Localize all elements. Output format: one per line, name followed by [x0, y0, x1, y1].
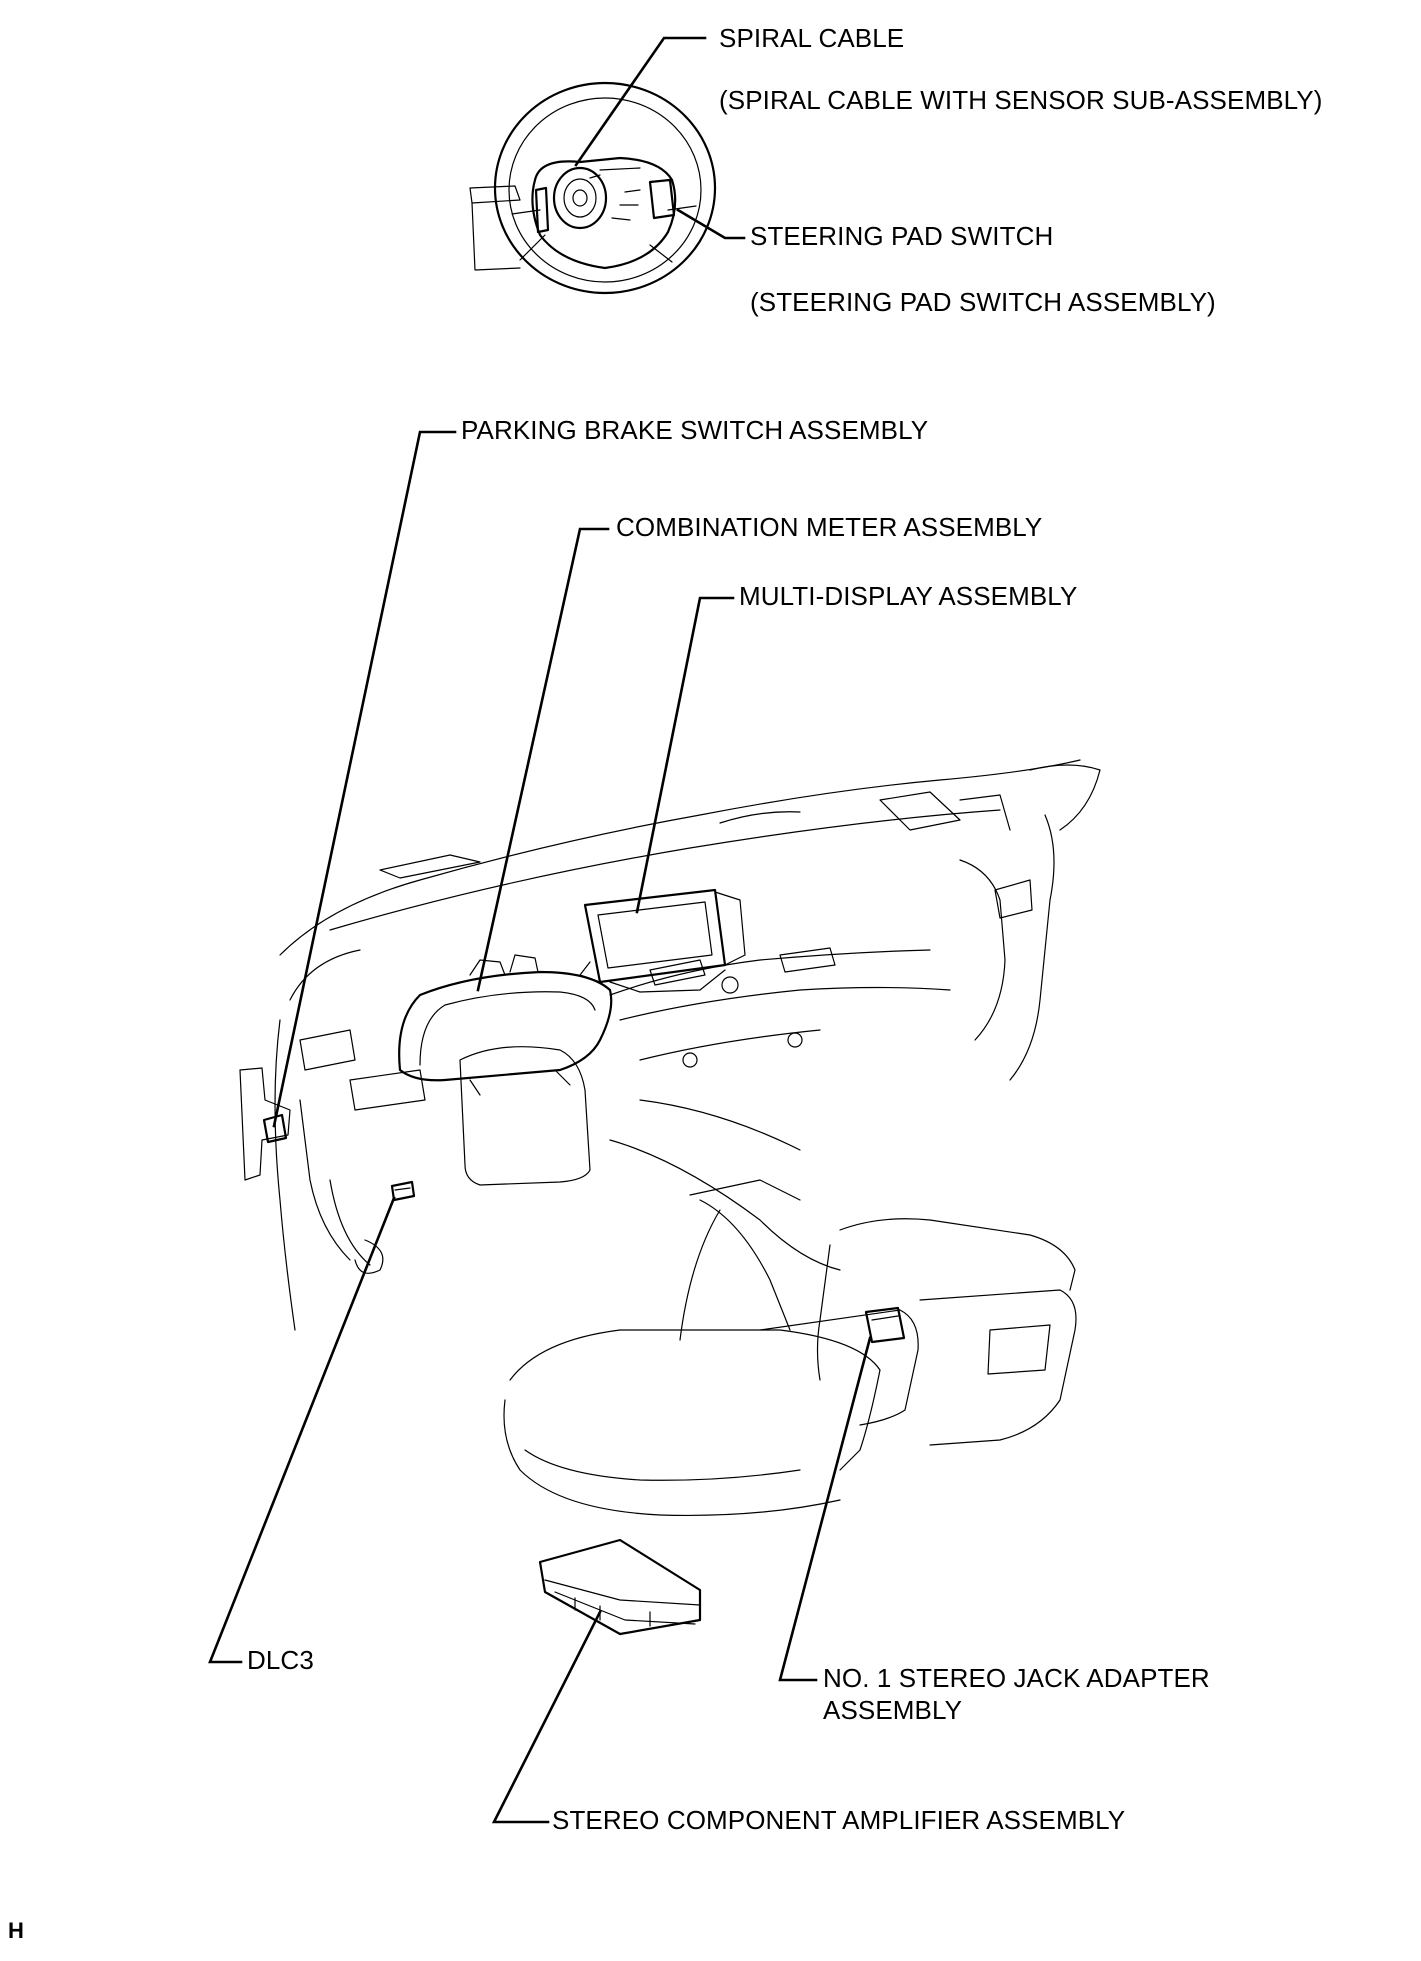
steering-pad-switch-title: STEERING PAD SWITCH [750, 221, 1054, 251]
label-multi-display: MULTI-DISPLAY ASSEMBLY [739, 580, 1077, 612]
spiral-cable-title: SPIRAL CABLE [719, 23, 905, 53]
label-steering-pad-switch: STEERING PAD SWITCH [750, 220, 1053, 252]
stereo-jack-adapter-line1: NO. 1 STEREO JACK ADAPTER [823, 1663, 1210, 1693]
multi-display-title: MULTI-DISPLAY ASSEMBLY [739, 581, 1078, 611]
label-stereo-jack-adapter: NO. 1 STEREO JACK ADAPTER ASSEMBLY [823, 1662, 1210, 1726]
label-steering-pad-switch-sub: (STEERING PAD SWITCH ASSEMBLY) [750, 286, 1216, 318]
combination-meter-title: COMBINATION METER ASSEMBLY [616, 512, 1043, 542]
parking-brake-switch-title: PARKING BRAKE SWITCH ASSEMBLY [461, 415, 929, 445]
leader-stereo-amplifier [491, 1610, 602, 1824]
spiral-cable-subtitle: (SPIRAL CABLE WITH SENSOR SUB-ASSEMBLY) [719, 85, 1323, 115]
leader-multi-display [635, 596, 735, 914]
stereo-jack-adapter-line2: ASSEMBLY [823, 1695, 963, 1725]
stereo-amplifier-title: STEREO COMPONENT AMPLIFIER ASSEMBLY [552, 1805, 1126, 1835]
leader-parking-brake-switch [272, 430, 457, 1128]
instrument-panel-illustration [239, 759, 1101, 1331]
leader-stereo-jack-adapter [778, 1336, 872, 1682]
corner-marker: H [8, 1918, 24, 1943]
label-spiral-cable: SPIRAL CABLE [719, 22, 904, 54]
steering-pad-switch-subtitle: (STEERING PAD SWITCH ASSEMBLY) [750, 287, 1216, 317]
seat-and-console-illustration [503, 1099, 1077, 1636]
label-parking-brake-switch: PARKING BRAKE SWITCH ASSEMBLY [461, 414, 928, 446]
label-spiral-cable-sub: (SPIRAL CABLE WITH SENSOR SUB-ASSEMBLY) [719, 84, 1322, 116]
label-stereo-amplifier: STEREO COMPONENT AMPLIFIER ASSEMBLY [552, 1804, 1125, 1836]
label-dlc3: DLC3 [247, 1644, 314, 1676]
leader-dlc3 [208, 1196, 396, 1664]
steering-wheel-illustration [469, 81, 717, 295]
leader-spiral-cable [574, 36, 707, 167]
dlc3-title: DLC3 [247, 1645, 314, 1675]
leader-combination-meter [476, 527, 610, 992]
leader-steering-pad-switch [676, 208, 746, 240]
label-combination-meter: COMBINATION METER ASSEMBLY [616, 511, 1042, 543]
leader-lines [208, 36, 872, 1824]
